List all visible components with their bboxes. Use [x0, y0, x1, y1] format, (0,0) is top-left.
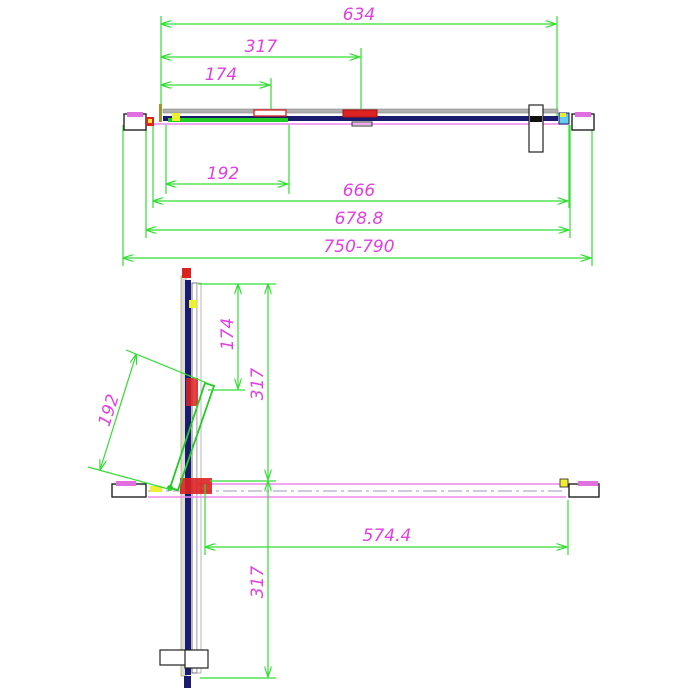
top-view: 634 317 174 192 666 678.8 750-790	[122, 5, 595, 266]
dim-label-666: 666	[343, 181, 376, 201]
dim-label-192: 192	[207, 164, 239, 184]
door-profile-horizontal	[111, 478, 600, 498]
dim-label-678: 678.8	[335, 209, 384, 229]
dim-label-634: 634	[343, 5, 375, 25]
handle-right	[528, 104, 544, 153]
dim-label-v317-upper: 317	[248, 368, 268, 401]
handle-bottom	[159, 649, 188, 666]
door-profile-top	[123, 104, 595, 153]
dim-label-h574: 574.4	[363, 526, 412, 546]
dim-label-v317-lower: 317	[248, 566, 268, 599]
dim-label-317: 317	[245, 37, 278, 57]
dim-label-v174: 174	[218, 318, 238, 350]
bottom-view: 174 317 192 574.4 317	[87, 268, 600, 688]
dim-line-v192	[100, 355, 136, 470]
dim-label-174: 174	[205, 65, 237, 85]
dim-label-v192: 192	[95, 392, 124, 429]
dim-label-750: 750-790	[323, 237, 394, 257]
